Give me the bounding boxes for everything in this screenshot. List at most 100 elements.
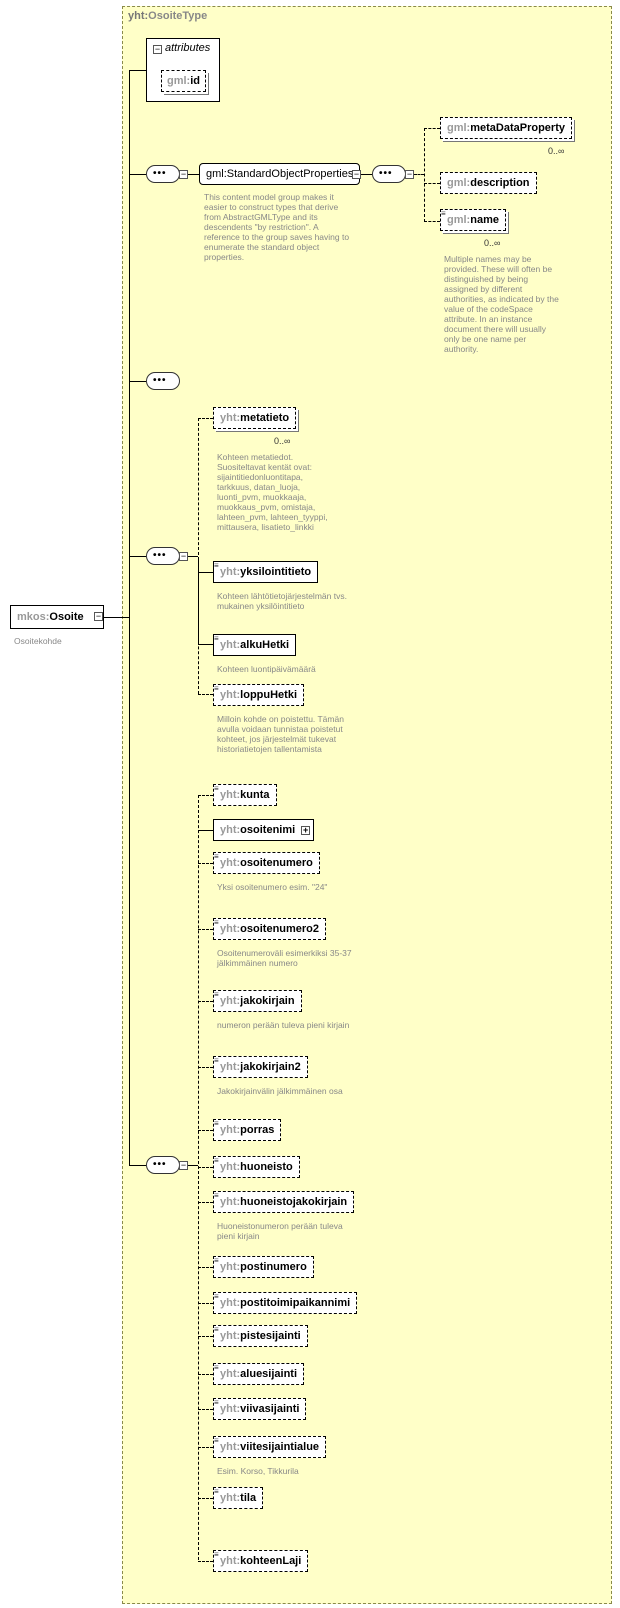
element-alkuHetki[interactable]: ≡yht:alkuHetki [213,634,297,656]
element-prefix: yht: [220,1368,241,1380]
collapse-icon[interactable]: − [179,1160,188,1170]
element-name: tila [240,1492,257,1504]
list-icon: ≡ [214,1363,219,1372]
element-doc: Kohteen lähtötietojärjestelmän tvs. muka… [217,591,347,611]
list-icon: ≡ [214,1487,219,1496]
element-loppuHetki[interactable]: ≡yht:loppuHetki [213,684,305,706]
connector [198,644,213,645]
element-viivasijainti[interactable]: ≡yht:viivasijainti [213,1398,307,1420]
element-name: alkuHetki [240,639,290,651]
element-aluesijainti[interactable]: ≡yht:aluesijainti [213,1363,305,1385]
complex-type-box [122,6,612,1604]
element-tila[interactable]: ≡yht:tila [213,1487,264,1509]
connector [129,1165,146,1166]
sequence-icon: ••• [372,165,406,183]
element-prefix: yht: [220,1330,241,1342]
connector [198,1267,213,1268]
connector [361,174,372,175]
element-name: kunta [240,789,270,801]
element-name: yksilointitieto [240,566,312,578]
element-name: postinumero [240,1261,307,1273]
element-huoneisto[interactable]: ≡yht:huoneisto [213,1156,300,1178]
element-osoitenumero[interactable]: ≡yht:osoitenumero [213,852,320,874]
cardinality: 0..∞ [274,436,291,446]
element-yksilointitieto[interactable]: ≡yht:yksilointitieto [213,561,319,583]
element-osoitenimi[interactable]: yht:osoitenimi+ [213,819,315,841]
element-jakokirjain[interactable]: ≡yht:jakokirjain [213,990,302,1012]
element-metatieto[interactable]: yht:metatieto [213,407,297,429]
connector [198,1374,213,1375]
collapse-icon[interactable]: − [179,169,188,179]
element-prefix: yht: [220,689,241,701]
expand-icon[interactable]: + [301,825,311,835]
element-postinumero[interactable]: ≡yht:postinumero [213,1256,314,1278]
group-doc: This content model group makes it easier… [204,192,350,262]
element-prefix: yht: [220,857,241,869]
element-doc: Osoitenumeroväli esimerkiksi 35-37 jälki… [217,948,352,968]
collapse-icon[interactable]: − [153,44,162,54]
type-prefix: yht: [128,10,149,22]
element-postitoimipaikannimi[interactable]: ≡yht:postitoimipaikannimi [213,1292,358,1314]
list-icon: ≡ [214,1156,219,1165]
element-pistesijainti[interactable]: ≡yht:pistesijainti [213,1325,308,1347]
list-icon: ≡ [214,1436,219,1445]
connector [103,617,130,618]
connector [198,1336,213,1337]
sequence-icon: ••• [146,372,180,390]
element-name: huoneistojakokirjain [240,1196,348,1208]
cardinality: 0..∞ [484,238,501,248]
list-icon: ≡ [214,1256,219,1265]
group-standard-object-properties[interactable]: gml:StandardObjectProperties [199,163,361,185]
element-name: porras [240,1124,275,1136]
element-name: aluesijainti [240,1368,298,1380]
list-icon: ≡ [214,1292,219,1301]
element-prefix: gml: [447,122,471,134]
connector [198,1498,213,1499]
list-icon: ≡ [214,1325,219,1334]
root-element[interactable]: mkos:Osoite [10,605,104,629]
connector [198,830,213,831]
element-porras[interactable]: ≡yht:porras [213,1119,282,1141]
type-title: yht:OsoiteType [128,10,207,22]
collapse-icon[interactable]: − [405,169,414,179]
element-doc: Jakokirjainvälin jälkimmäinen osa [217,1086,343,1096]
list-icon: ≡ [214,1056,219,1065]
element-doc: Milloin kohde on poistettu. Tämän avulla… [217,714,344,754]
connector [198,795,199,1560]
connector [198,1303,213,1304]
element-prefix: yht: [220,824,241,836]
element-name: osoitenumero [240,857,313,869]
element-doc: Huoneistonumeron perään tuleva pieni kir… [217,1221,343,1241]
element-metaDataProperty[interactable]: gml:metaDataProperty [440,117,572,139]
element-name-gml[interactable]: ≡gml:name [440,209,506,231]
sequence-icon: ••• [146,547,180,565]
element-name: kohteenLaji [240,1555,302,1567]
cardinality: 0..∞ [548,146,565,156]
element-kohteenLaji[interactable]: ≡yht:kohteenLaji [213,1550,309,1572]
element-prefix: yht: [220,1297,241,1309]
element-kunta[interactable]: ≡yht:kunta [213,784,277,806]
element-osoitenumero2[interactable]: ≡yht:osoitenumero2 [213,918,327,940]
element-prefix: yht: [220,1555,241,1567]
attribute-id[interactable]: gml:id [161,70,207,92]
element-prefix: yht: [220,412,241,424]
element-huoneistojakokirjain[interactable]: ≡yht:huoneistojakokirjain [213,1191,355,1213]
attributes-box: − attributes gml:id [146,38,220,102]
element-doc: Esim. Korso, Tikkurila [217,1466,299,1476]
element-description[interactable]: gml:description [440,172,537,194]
element-doc: Yksi osoitenumero esim. "24" [217,882,328,892]
connector [424,128,440,129]
collapse-icon[interactable]: − [352,169,361,179]
list-icon: ≡ [214,784,219,793]
element-jakokirjain2[interactable]: ≡yht:jakokirjain2 [213,1056,308,1078]
element-prefix: yht: [220,1441,241,1453]
attributes-label: attributes [165,42,211,54]
element-viitesijaintialue[interactable]: ≡yht:viitesijaintialue [213,1436,327,1458]
element-doc: numeron perään tuleva pieni kirjain [217,1020,350,1030]
element-prefix: yht: [220,1196,241,1208]
collapse-icon[interactable]: − [179,551,188,561]
connector [188,556,198,557]
collapse-icon[interactable]: − [94,611,103,621]
element-prefix: yht: [220,789,241,801]
element-prefix: yht: [220,1124,241,1136]
